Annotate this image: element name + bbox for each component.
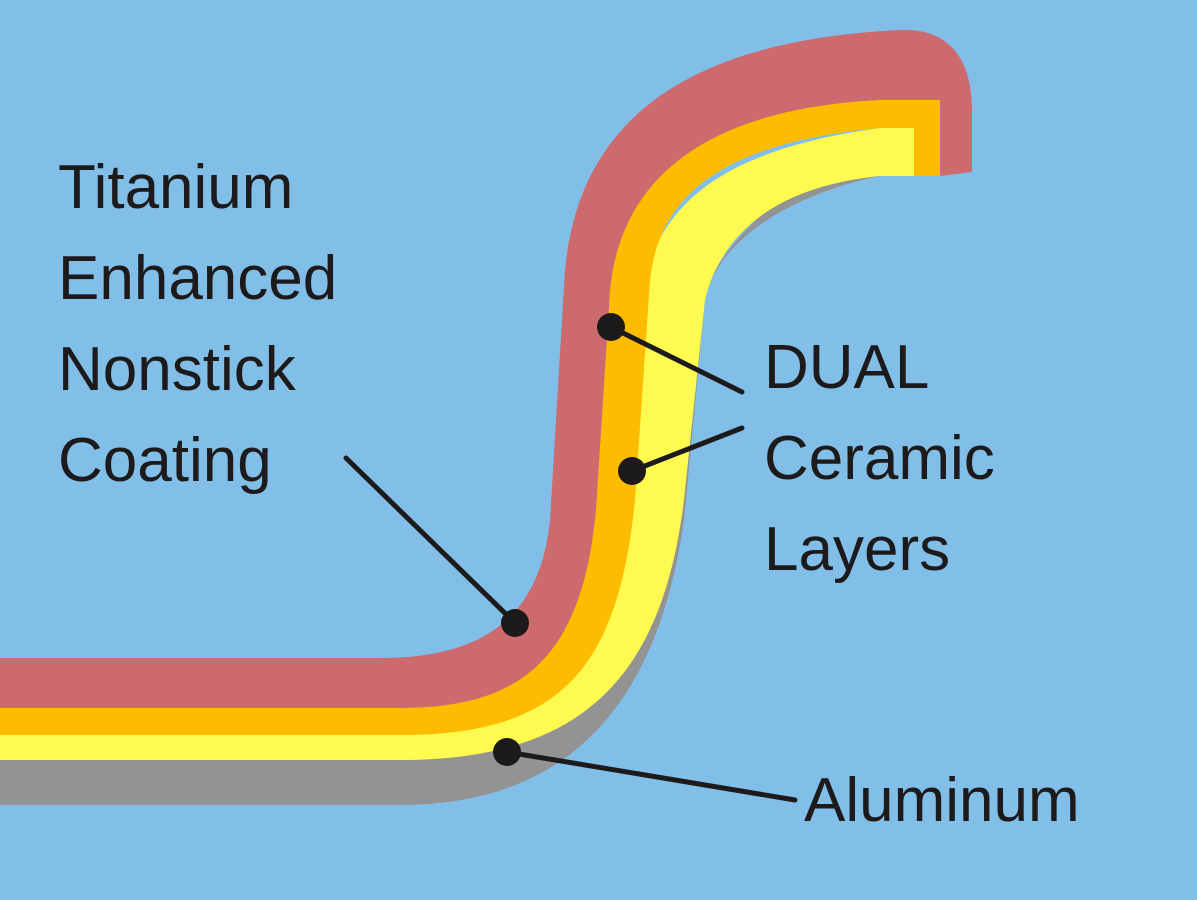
titanium-coating-label: Titanium Enhanced Nonstick Coating <box>58 142 337 506</box>
leader-line-titanium <box>343 455 518 626</box>
leader-line-aluminum <box>504 749 798 803</box>
pan-wall <box>0 29 972 805</box>
titanium-label-line-1: Titanium <box>58 153 294 222</box>
leader-dot-ceramic-1 <box>597 313 625 341</box>
dual-ceramic-label: DUAL Ceramic Layers <box>764 322 995 595</box>
ceramic-layer-2 <box>0 128 914 760</box>
leader-dot-aluminum <box>493 738 521 766</box>
titanium-label-line-3: Nonstick <box>58 335 296 404</box>
aluminum-label: Aluminum <box>804 755 1080 846</box>
dual-label-line-3: Layers <box>764 515 951 584</box>
dual-label-line-2: Ceramic <box>764 424 995 493</box>
leader-line-dual-2 <box>629 425 745 474</box>
leader-dot-ceramic-2 <box>618 457 646 485</box>
titanium-nonstick-layer <box>0 29 972 708</box>
titanium-label-line-4: Coating <box>58 426 272 495</box>
dual-label-line-1: DUAL <box>764 333 930 402</box>
leader-dot-titanium <box>501 609 529 637</box>
titanium-label-line-2: Enhanced <box>58 244 338 313</box>
leader-dots <box>493 313 646 766</box>
leader-lines <box>343 324 798 803</box>
leader-line-dual-1 <box>608 324 745 395</box>
aluminum-label-text: Aluminum <box>804 766 1080 835</box>
